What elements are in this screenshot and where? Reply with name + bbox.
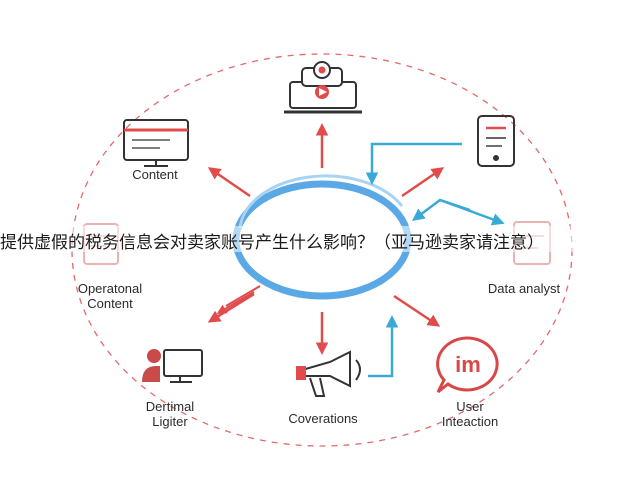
video-laptop-icon — [284, 61, 362, 114]
label-operational-line-2: Content — [87, 296, 133, 311]
person-desk-icon — [142, 349, 203, 383]
label-user-line-1: User — [456, 399, 484, 414]
im-badge-text: im — [455, 352, 481, 377]
arrow-down-right — [393, 294, 441, 327]
label-user-line-2: Inteaction — [441, 414, 499, 429]
spoke-arrows — [207, 123, 445, 355]
label-operational-line-1: Operatonal — [77, 281, 143, 296]
arrow-blue-top — [365, 142, 462, 185]
arrow-down-left — [207, 292, 255, 323]
arrow-blue-bottom — [368, 315, 399, 378]
label-user-interaction: User Inteaction — [442, 399, 498, 429]
label-data-analyst: Data analyst — [487, 281, 561, 296]
arrow-up-right — [401, 167, 445, 198]
label-detail: Dertimal Ligiter — [146, 399, 194, 429]
label-detail-line-1: Dertimal — [145, 399, 195, 414]
arrow-up-left — [207, 167, 251, 198]
arrow-left-double — [225, 285, 261, 307]
monitor-icon — [123, 119, 189, 167]
chat-bubble-icon: im — [436, 336, 499, 394]
overlay-title: 提供虚假的税务信息会对卖家账号产生什么影响？（亚马逊卖家请注意） — [0, 233, 544, 253]
overlay-title-backdrop — [0, 226, 640, 252]
megaphone-icon — [296, 350, 361, 397]
feedback-arrows — [365, 142, 505, 378]
label-detail-line-2: Ligiter — [152, 414, 188, 429]
label-content: Content — [132, 167, 178, 182]
label-conversations: Coverations — [288, 411, 358, 426]
phone-icon — [477, 115, 515, 167]
label-operational-content: Operatonal Content — [78, 281, 142, 311]
